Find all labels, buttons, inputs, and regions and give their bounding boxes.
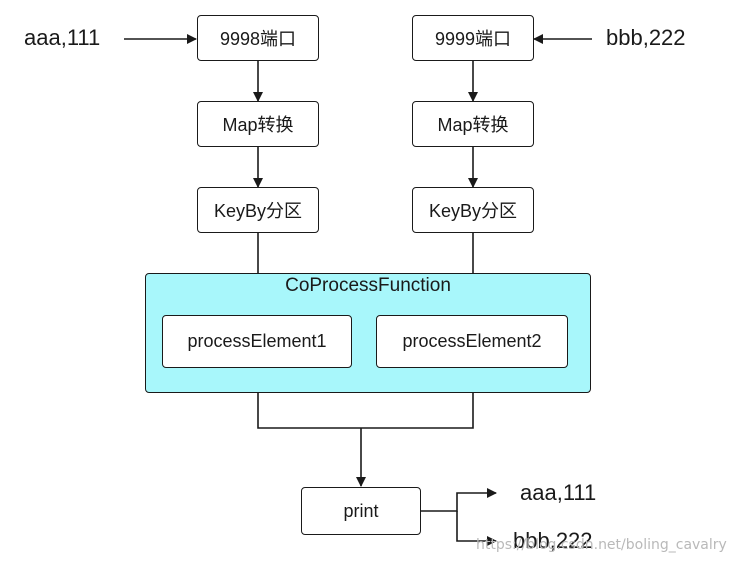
- output-first-text: aaa,111: [520, 480, 597, 505]
- process-element-2-node: processElement2: [376, 315, 568, 368]
- input-right-text: bbb,222: [606, 25, 686, 50]
- left-keyby-node: KeyBy分区: [197, 187, 319, 233]
- watermark-text: https://blog.csdn.net/boling_cavalry: [476, 537, 727, 553]
- right-port-node: 9999端口: [412, 15, 534, 61]
- coprocess-function-title: CoProcessFunction: [285, 275, 451, 296]
- print-node: print: [301, 487, 421, 535]
- right-map-node: Map转换: [412, 101, 534, 147]
- print-output-split-lower: [456, 511, 497, 546]
- right-keyby-node: KeyBy分区: [412, 187, 534, 233]
- print-output-split: [421, 488, 497, 512]
- merge-connector: [257, 368, 474, 429]
- output-second-text: bbb,222: [513, 528, 593, 553]
- process-element-1-node: processElement1: [162, 315, 352, 368]
- input-left-text: aaa,111: [24, 25, 101, 50]
- left-port-node: 9998端口: [197, 15, 319, 61]
- left-map-node: Map转换: [197, 101, 319, 147]
